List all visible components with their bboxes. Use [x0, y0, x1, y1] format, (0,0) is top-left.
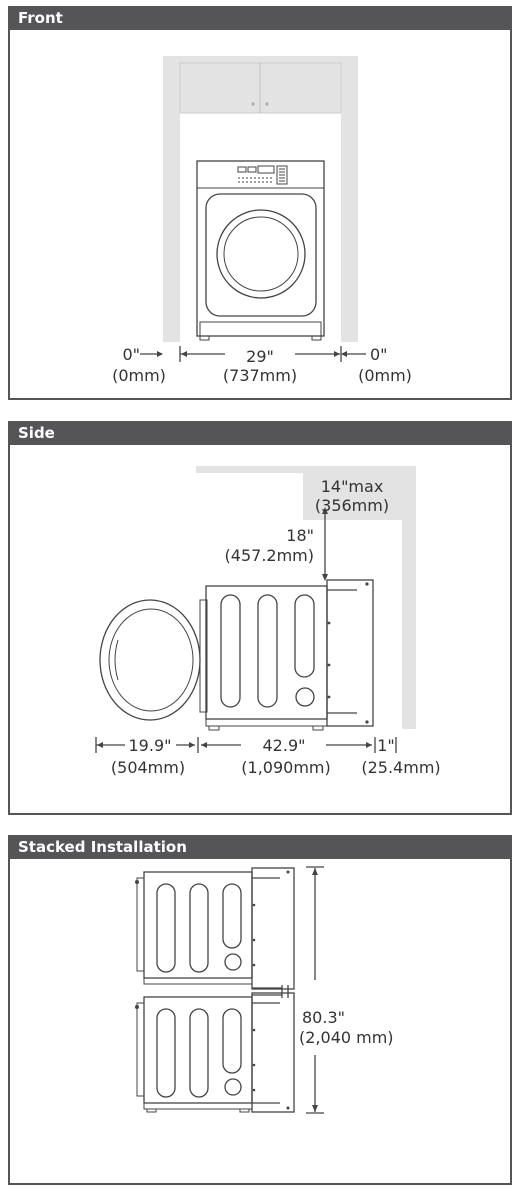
side-section-header: Side: [8, 421, 512, 445]
stacked-upper-unit: [135, 867, 295, 990]
stacking-bracket: [252, 985, 289, 998]
cabinet-knob-right: [265, 102, 269, 106]
front-door-ring: [216, 209, 306, 299]
front-right-clearance: 0": [370, 345, 388, 364]
stacked-height-mm: (2,040 mm): [299, 1028, 394, 1047]
front-section-frame: [8, 30, 512, 400]
side-depth-mm: (1,090mm): [241, 758, 330, 777]
stacked-height: 80.3": [302, 1008, 345, 1027]
cabinet-knob-left: [251, 102, 255, 106]
stacked-height-dimension: [306, 866, 324, 1114]
side-rear-wall: [402, 466, 416, 729]
front-top-wall: [163, 56, 358, 63]
front-left-wall: [163, 56, 180, 342]
stacked-section-header: Stacked Installation: [8, 835, 512, 859]
front-left-clearance: 0": [122, 345, 140, 364]
front-section-header: Front: [8, 6, 512, 30]
front-view-diagram: 0" (0mm) 29" (737mm) 0" (0mm): [112, 56, 412, 385]
side-section-title: Side: [18, 424, 55, 442]
side-rear-clearance-mm: (25.4mm): [361, 758, 440, 777]
front-section-title: Front: [18, 9, 63, 27]
side-section-frame: [8, 445, 512, 815]
washer-front: [196, 160, 325, 341]
side-ceiling: [196, 466, 416, 473]
front-width: 29": [246, 347, 274, 366]
front-width-mm: (737mm): [223, 366, 297, 385]
side-cabinet-depth: 14"max: [321, 477, 384, 496]
front-right-clearance-mm: (0mm): [358, 366, 412, 385]
side-door-depth: 19.9": [129, 736, 172, 755]
side-top-clearance: 18": [286, 526, 314, 545]
side-door-depth-mm: (504mm): [111, 758, 185, 777]
side-cabinet-depth-mm: (356mm): [315, 496, 389, 515]
front-right-wall: [341, 56, 358, 342]
front-left-clearance-mm: (0mm): [112, 366, 166, 385]
stacked-section-title: Stacked Installation: [18, 838, 187, 856]
side-top-clearance-mm: (457.2mm): [225, 546, 314, 565]
front-width-dimension: [140, 346, 366, 362]
stacked-lower-unit: [135, 992, 295, 1113]
side-depth-dimension: [95, 737, 397, 753]
side-view-diagram: 14"max (356mm) 18" (457.2mm) 19.9" (504m…: [95, 466, 441, 777]
side-top-clearance-arrow: [322, 507, 328, 581]
side-cabinet: [303, 473, 402, 520]
front-door-glass: [223, 216, 299, 292]
stacked-section-frame: [8, 859, 512, 1185]
washer-side: [199, 579, 374, 731]
side-depth: 42.9": [263, 736, 306, 755]
side-rear-clearance: 1": [377, 736, 395, 755]
